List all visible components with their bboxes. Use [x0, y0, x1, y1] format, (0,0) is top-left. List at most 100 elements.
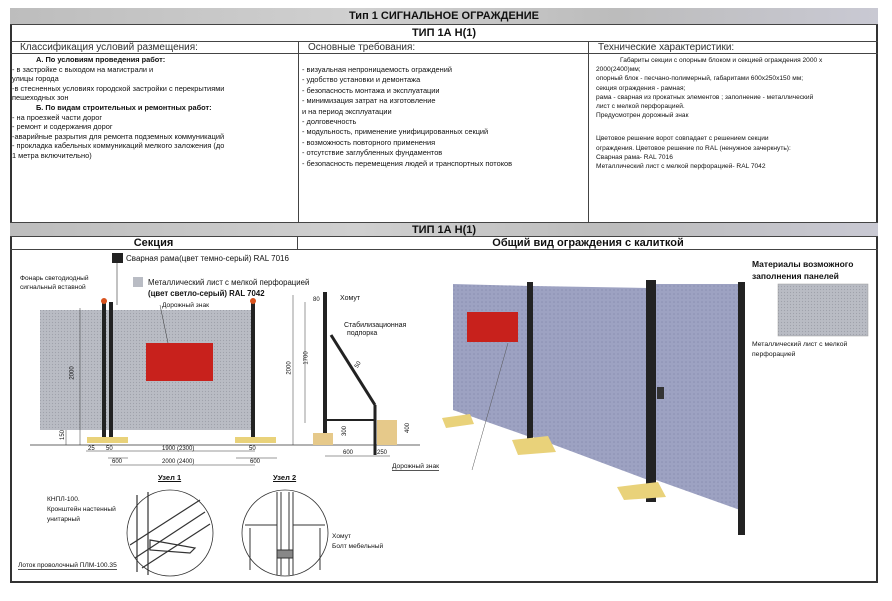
panel-3d	[453, 284, 530, 437]
divider	[10, 53, 878, 54]
list-item: - модульность, применение унифицированны…	[302, 127, 489, 137]
divider	[588, 42, 589, 222]
side-dim-250: 250	[377, 450, 388, 456]
spec-line: ограждения. Цветовое решение по RAL (нен…	[596, 144, 791, 152]
list-item: и на период эксплуатации	[302, 106, 392, 116]
block-3d	[617, 482, 666, 500]
lamp-label-2: сигнальный вставной	[20, 284, 86, 291]
dim-600: 600	[112, 459, 123, 465]
list-item: - безопасность монтажа и эксплуатации	[302, 85, 440, 95]
material-caption-2: перфорацией	[752, 351, 796, 358]
spec-line: Габариты секции с опорным блоком и секци…	[620, 57, 823, 64]
legend-frame-swatch	[112, 253, 123, 263]
spec-line: 2000(2400)мм;	[596, 66, 641, 74]
dim-1900: 1900 (2300)	[162, 446, 195, 452]
list-item: - ремонт и содержания дорог	[12, 122, 113, 132]
legend-frame-label: Сварная рама(цвет темно-серый) RAL 7016	[126, 254, 289, 263]
brace-label: Стабилизационная	[344, 322, 407, 329]
post	[251, 302, 255, 442]
side-dim-2000: 2000	[286, 361, 293, 375]
list-item: - долговечность	[302, 117, 357, 127]
side-dim-600: 600	[343, 450, 354, 456]
subtitle: ТИП 1А Н(1)	[10, 25, 878, 42]
list-item: - удобство установки и демонтажа	[302, 75, 421, 85]
signal-lamp	[101, 298, 107, 304]
requirements-header: Основные требования:	[308, 42, 416, 53]
spec-line: секция ограждения - рамная;	[596, 84, 686, 92]
general-view-header: Общий вид ограждения с калиткой	[492, 237, 684, 249]
materials-title: Материалы возможного	[752, 259, 854, 269]
dim-25: 25	[88, 446, 95, 452]
block-3d	[512, 436, 556, 455]
requirements-list: - визуальная непроницаемость ограждений …	[302, 65, 512, 169]
node2-title: Узел 2	[273, 473, 297, 482]
dim-50: 50	[106, 446, 113, 452]
divider	[297, 237, 298, 250]
legend-sheet-swatch	[133, 277, 143, 287]
dim-50b: 50	[249, 446, 256, 452]
section2-header-row	[10, 237, 878, 250]
divider	[298, 42, 299, 222]
side-dim-300: 300	[342, 425, 349, 437]
gate-latch	[657, 387, 664, 399]
block-3d	[442, 414, 474, 428]
spec-line: лист с мелкой перфорацией.	[596, 103, 685, 111]
node-clamp-label: Хомут	[332, 533, 351, 540]
base-block	[235, 437, 276, 443]
dim-600b: 600	[250, 459, 261, 465]
bolt-label: Болт мебельный	[332, 543, 384, 550]
list-item: улицы города	[12, 74, 59, 84]
bracket-label-2: Кронштейн настенный	[47, 506, 116, 513]
brace-label-2: подпорка	[347, 330, 378, 337]
spec-line: рама - сварная из прокатных элементов ; …	[596, 93, 814, 101]
list-item: - возможность повторного применения	[302, 137, 436, 147]
list-item: - на проезжей части дорог	[12, 112, 103, 122]
side-block	[313, 433, 333, 445]
heading-b: Б. По видам строительных и ремонтных раб…	[36, 102, 212, 112]
material-caption: Металлический лист с мелкой	[752, 341, 848, 348]
list-item: - безопасность перемещения людей и транс…	[302, 158, 513, 168]
bracket-label: КНПЛ-100.	[47, 496, 80, 503]
list-item: - прокладка кабельных коммуникаций мелко…	[12, 141, 225, 151]
heading-a: А. По условиям проведения работ:	[36, 55, 166, 64]
side-dim-80: 80	[313, 297, 320, 303]
post-3d	[646, 280, 656, 502]
spec-line: Предусмотрен дорожный знак	[596, 112, 689, 120]
list-item: - визуальная непроницаемость ограждений	[302, 65, 452, 74]
dim-height: 2000	[69, 366, 76, 380]
list-item: -в стесненных условиях городской застрой…	[12, 83, 225, 93]
node1-detail	[126, 489, 214, 577]
gate-3d	[656, 284, 740, 510]
spec-line: Сварная рама- RAL 7016	[596, 153, 673, 161]
sheet-title: Тип 1 СИГНАЛЬНОЕ ОГРАЖДЕНИЕ	[10, 8, 878, 25]
clamp-label: Хомут	[340, 295, 361, 302]
spec-line: Металлический лист с мелкой перфорацией-…	[596, 163, 766, 171]
material-sample	[777, 283, 869, 337]
list-item: - в застройке с выходом на магистрали и	[12, 64, 154, 74]
post-3d	[527, 282, 533, 442]
signal-lamp	[250, 298, 256, 304]
dim-2000: 2000 (2400)	[162, 459, 195, 465]
spec-line: опорный блок - песчано-полимерный, габар…	[596, 75, 804, 83]
side-block	[377, 420, 397, 445]
road-sign-3d-label: Дорожный знак	[392, 463, 439, 471]
side-post	[323, 292, 327, 445]
bracket-label-3: унитарный	[47, 516, 80, 523]
node2-detail	[241, 489, 329, 577]
classification-text: А. По условиям проведения работ: - в зас…	[12, 55, 224, 161]
lamp-label: Фонарь светодиодный	[20, 275, 89, 282]
road-sign-label: Дорожный знак	[162, 302, 209, 309]
section2-title: ТИП 1А Н(1)	[10, 222, 878, 237]
post	[109, 302, 113, 442]
list-item: - отсутствие заглубленных фундаментов	[302, 148, 443, 158]
dim-base: 150	[60, 429, 67, 441]
legend-sheet-label: Металлический лист с мелкой перфорацией	[148, 278, 310, 287]
section-header: Секция	[133, 237, 174, 249]
node1-title: Узел 1	[158, 473, 182, 482]
post-3d	[738, 282, 745, 535]
legend-sheet-label-2: (цвет светло-серый) RAL 7042	[148, 289, 265, 298]
list-item: -аварийные разрытия для ремонта подземны…	[12, 131, 225, 141]
road-sign	[146, 343, 213, 381]
specs-header: Технические характеристики:	[598, 42, 735, 53]
